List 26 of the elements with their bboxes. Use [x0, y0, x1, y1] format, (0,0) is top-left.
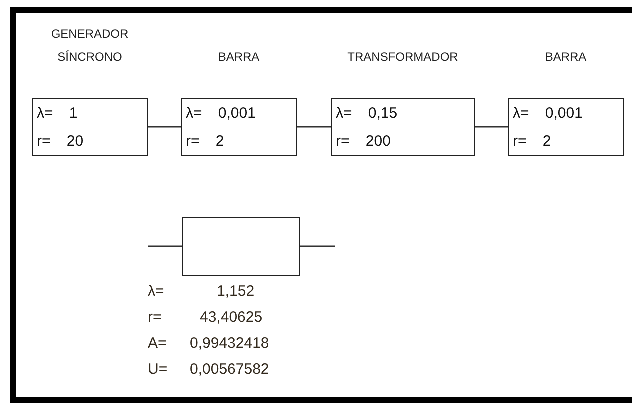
- component-heading: GENERADOR SÍNCRONO: [50, 26, 130, 66]
- connector-line: [297, 126, 331, 128]
- connector-line: [148, 246, 182, 248]
- result-value: 1,152: [217, 283, 255, 300]
- component-heading: BARRA: [544, 49, 588, 66]
- result-value: 0,00567582: [190, 361, 270, 378]
- parameter-value: λ= 1: [37, 105, 78, 122]
- component-heading: TRANSFORMADOR: [346, 49, 460, 66]
- result-symbol: r=: [148, 309, 162, 326]
- result-value: 0,99432418: [190, 335, 270, 352]
- connector-line: [475, 126, 508, 128]
- connector-line: [148, 126, 181, 128]
- parameter-value: r= 2: [513, 133, 552, 150]
- parameter-value: λ= 0,001: [513, 105, 583, 122]
- connector-line: [300, 246, 335, 248]
- result-value: 43,40625: [200, 309, 263, 326]
- empty-block-box: [182, 217, 300, 276]
- parameter-value: r= 200: [336, 133, 391, 150]
- result-symbol: U=: [148, 361, 168, 378]
- result-symbol: A=: [148, 335, 167, 352]
- parameter-value: r= 20: [37, 133, 84, 150]
- parameter-value: r= 2: [186, 133, 224, 150]
- result-symbol: λ=: [148, 283, 164, 300]
- component-heading: BARRA: [217, 49, 261, 66]
- parameter-value: λ= 0,001: [186, 105, 256, 122]
- parameter-value: λ= 0,15: [336, 105, 398, 122]
